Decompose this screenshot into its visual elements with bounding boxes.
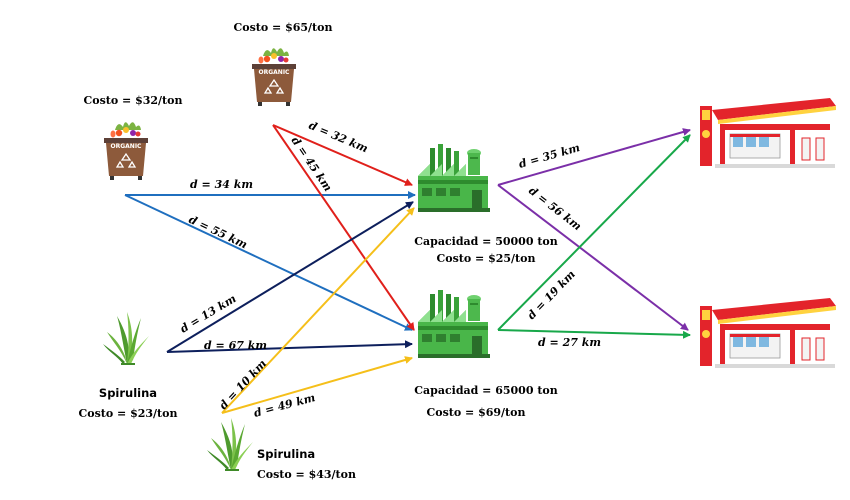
distance-org2-p2: d = 45 km bbox=[289, 134, 335, 193]
distance-p1-s2: d = 56 km bbox=[526, 184, 584, 233]
plant-1: Capacidad = 50000 ton Costo = $25/ton bbox=[414, 144, 558, 265]
gas-station-1 bbox=[699, 97, 837, 169]
route-spirulina1-plant1 bbox=[166, 201, 414, 353]
route-spirulina2-plant2 bbox=[221, 356, 413, 414]
distance-labels: d = 34 km d = 55 km d = 32 km d = 45 km … bbox=[178, 119, 601, 420]
gas-station-2 bbox=[699, 297, 837, 369]
plant-2: Capacidad = 65000 ton Costo = $69/ton bbox=[414, 290, 558, 419]
distance-p1-s1: d = 35 km bbox=[517, 141, 581, 171]
spirulina-source-1-cost: Costo = $23/ton bbox=[79, 407, 178, 420]
gas-station-icon bbox=[699, 297, 837, 369]
distance-org2-p1: d = 32 km bbox=[307, 119, 370, 156]
route-spirulina1-plant2 bbox=[166, 340, 413, 353]
distance-sp2-p1: d = 10 km bbox=[217, 357, 269, 412]
spirulina-source-2-name: Spirulina bbox=[257, 447, 315, 461]
distance-sp1-p2: d = 67 km bbox=[204, 339, 267, 352]
distance-p2-s2: d = 27 km bbox=[538, 336, 601, 349]
spirulina-plant-icon bbox=[206, 417, 254, 471]
plant-2-capacity: Capacidad = 65000 ton bbox=[414, 384, 557, 397]
plant-1-cost: Costo = $25/ton bbox=[437, 252, 536, 265]
organic-source-2: ORGANIC Costo = $65/ton bbox=[234, 21, 333, 107]
route-organic2-plant2 bbox=[272, 124, 415, 331]
factory-icon bbox=[418, 144, 490, 212]
organic-source-2-cost: Costo = $65/ton bbox=[234, 21, 333, 34]
organic-bin-icon bbox=[251, 47, 297, 107]
route-spirulina2-plant1 bbox=[221, 207, 415, 414]
gas-station-icon bbox=[699, 97, 837, 169]
routes bbox=[124, 124, 691, 414]
spirulina-source-1-name: Spirulina bbox=[99, 386, 157, 400]
plant-1-capacity: Capacidad = 50000 ton bbox=[414, 235, 557, 248]
organic-bin-icon bbox=[103, 121, 149, 181]
plant-2-cost: Costo = $69/ton bbox=[427, 406, 526, 419]
factory-icon bbox=[418, 290, 490, 358]
organic-bin-label: ORGANIC bbox=[111, 143, 143, 150]
spirulina-source-2-cost: Costo = $43/ton bbox=[257, 468, 356, 481]
route-plant1-station2 bbox=[497, 184, 689, 331]
route-organic1-plant2 bbox=[124, 194, 413, 331]
route-organic2-plant1 bbox=[272, 124, 413, 186]
distance-org1-p1: d = 34 km bbox=[190, 178, 253, 191]
organic-source-1-cost: Costo = $32/ton bbox=[84, 94, 183, 107]
spirulina-plant-icon bbox=[102, 311, 150, 365]
route-plant2-station2 bbox=[497, 329, 691, 339]
distance-org1-p2: d = 55 km bbox=[187, 213, 250, 251]
organic-source-1: ORGANIC Costo = $32/ton bbox=[84, 94, 183, 181]
route-plant1-station1 bbox=[497, 128, 691, 186]
organic-bin-label: ORGANIC bbox=[259, 69, 291, 76]
spirulina-source-1: Spirulina Costo = $23/ton bbox=[79, 311, 178, 420]
spirulina-source-2: Spirulina Costo = $43/ton bbox=[206, 417, 356, 481]
route-plant2-station1 bbox=[497, 134, 691, 331]
